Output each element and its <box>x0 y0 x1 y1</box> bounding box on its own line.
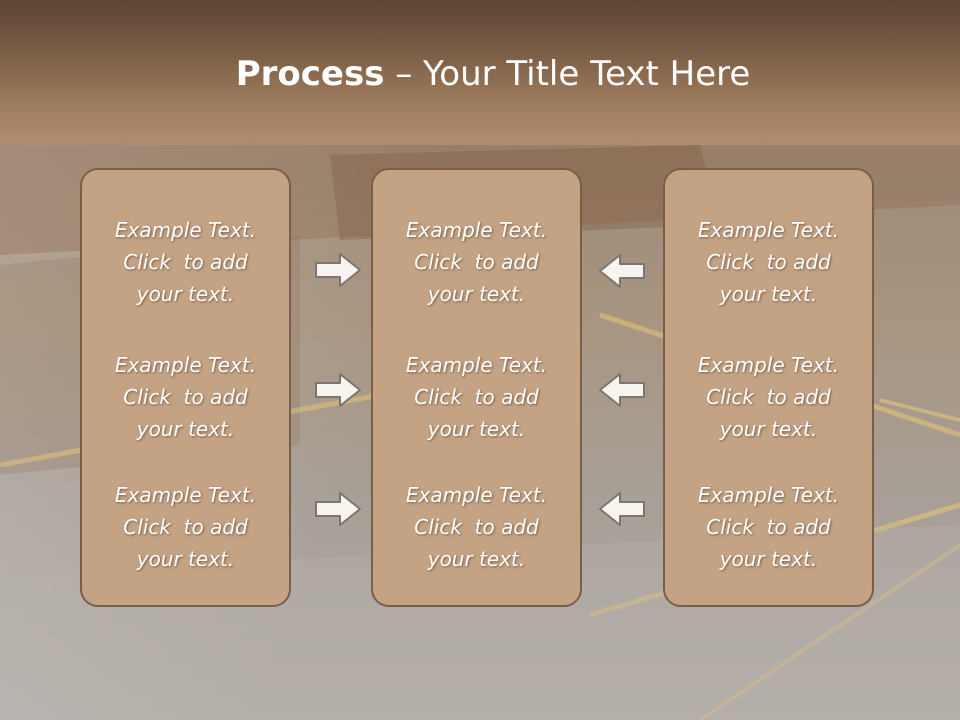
process-column-right[interactable]: Example Text. Click to add your text. Ex… <box>663 168 874 607</box>
text-line: Example Text. <box>114 483 257 507</box>
text-line: Example Text. <box>405 353 548 377</box>
right-arrow-icon[interactable] <box>314 490 362 528</box>
title-rest-text: – Your Title Text Here <box>384 54 751 94</box>
text-line: Click to add <box>123 515 248 539</box>
text-line: Example Text. <box>405 483 548 507</box>
text-line: Click to add <box>706 515 831 539</box>
text-line: your text. <box>719 547 818 571</box>
text-placeholder[interactable]: Example Text. Click to add your text. <box>665 479 872 575</box>
text-line: Click to add <box>414 385 539 409</box>
text-line: your text. <box>719 417 818 441</box>
text-placeholder[interactable]: Example Text. Click to add your text. <box>373 214 580 310</box>
title-bold-text: Process <box>235 54 385 94</box>
text-placeholder[interactable]: Example Text. Click to add your text. <box>82 479 289 575</box>
text-line: your text. <box>427 547 526 571</box>
text-line: your text. <box>427 417 526 441</box>
slide-title[interactable]: Process – Your Title Text Here <box>0 52 960 96</box>
text-placeholder[interactable]: Example Text. Click to add your text. <box>82 349 289 445</box>
text-line: Click to add <box>706 385 831 409</box>
text-placeholder[interactable]: Example Text. Click to add your text. <box>373 349 580 445</box>
title-bar <box>0 0 960 145</box>
text-line: your text. <box>136 417 235 441</box>
left-arrow-icon[interactable] <box>598 490 646 528</box>
text-placeholder[interactable]: Example Text. Click to add your text. <box>82 214 289 310</box>
text-placeholder[interactable]: Example Text. Click to add your text. <box>665 214 872 310</box>
text-line: Example Text. <box>114 353 257 377</box>
text-line: your text. <box>136 547 235 571</box>
text-line: Click to add <box>123 385 248 409</box>
process-column-left[interactable]: Example Text. Click to add your text. Ex… <box>80 168 291 607</box>
process-column-center[interactable]: Example Text. Click to add your text. Ex… <box>371 168 582 607</box>
text-line: your text. <box>719 282 818 306</box>
text-line: Example Text. <box>697 353 840 377</box>
text-placeholder[interactable]: Example Text. Click to add your text. <box>665 349 872 445</box>
text-line: Click to add <box>123 250 248 274</box>
text-line: Example Text. <box>114 218 257 242</box>
text-line: Click to add <box>706 250 831 274</box>
text-line: Example Text. <box>405 218 548 242</box>
text-line: Example Text. <box>697 483 840 507</box>
right-arrow-icon[interactable] <box>314 371 362 409</box>
right-arrow-icon[interactable] <box>314 251 362 289</box>
text-line: your text. <box>427 282 526 306</box>
text-line: Example Text. <box>697 218 840 242</box>
text-placeholder[interactable]: Example Text. Click to add your text. <box>373 479 580 575</box>
left-arrow-icon[interactable] <box>598 252 646 290</box>
left-arrow-icon[interactable] <box>598 371 646 409</box>
text-line: your text. <box>136 282 235 306</box>
text-line: Click to add <box>414 250 539 274</box>
text-line: Click to add <box>414 515 539 539</box>
